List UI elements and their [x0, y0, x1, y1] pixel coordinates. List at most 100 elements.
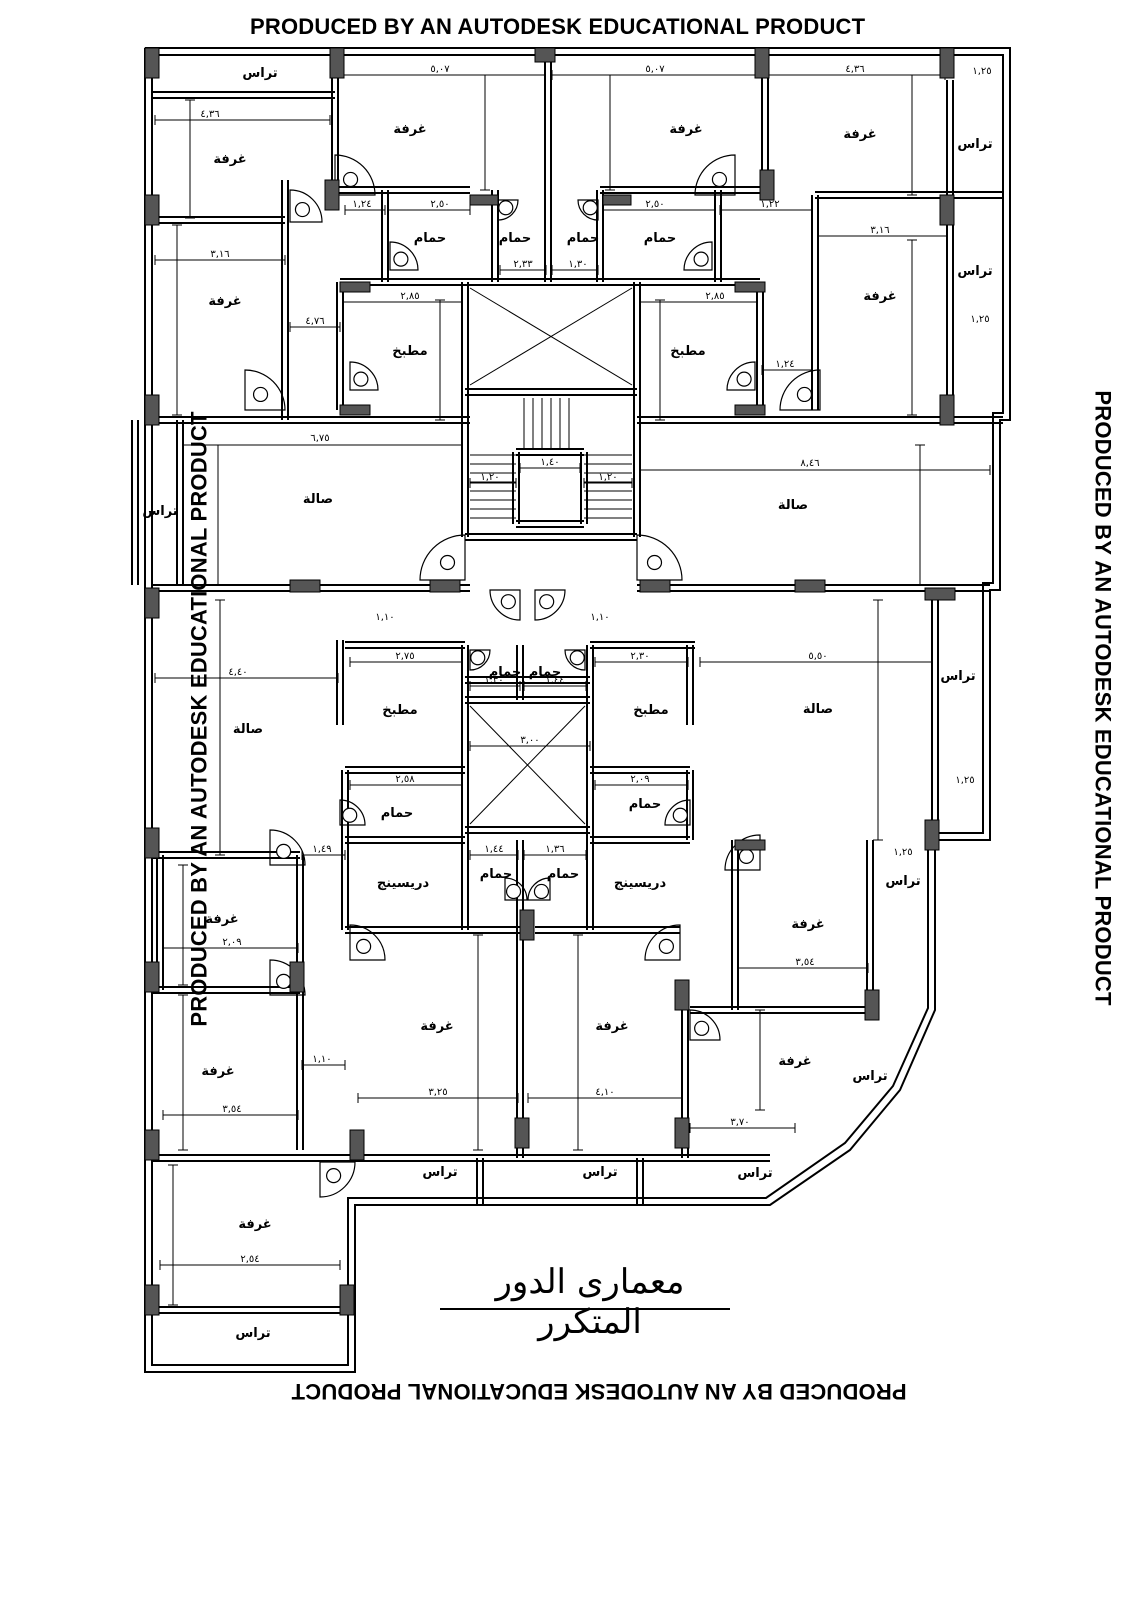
label-kitchen: مطبخ — [633, 703, 668, 718]
label-room: غرفة — [393, 122, 426, 137]
label-room: غرفة — [208, 294, 241, 309]
label-room: غرفة — [420, 1019, 453, 1034]
label-terrace: تراس — [422, 1165, 457, 1180]
column — [339, 1284, 355, 1316]
label-kitchen: مطبخ — [382, 703, 417, 718]
dimension-text: ١,٣٦ — [545, 844, 564, 855]
label-kitchen: مطبخ — [670, 344, 705, 359]
drawing-title-underline — [440, 1308, 730, 1310]
label-room: غرفة — [791, 917, 824, 932]
door-swing — [683, 241, 713, 271]
door-swing — [269, 829, 306, 866]
column — [674, 1117, 690, 1149]
label-room: غرفة — [843, 127, 876, 142]
dimension-text: ٢,٠٩ — [630, 774, 649, 785]
door-swing — [497, 199, 519, 221]
dimension-text: ٤,٣٦ — [845, 64, 864, 75]
dimension-text: ٤,٤٠ — [228, 667, 247, 678]
column — [924, 587, 956, 601]
door-tag — [276, 843, 292, 859]
column — [939, 394, 955, 426]
dimension-text: ١,٢٥ — [955, 775, 974, 786]
label-room: غرفة — [595, 1019, 628, 1034]
column — [734, 404, 766, 416]
label-terrace: تراس — [142, 504, 177, 519]
door-swing — [577, 199, 599, 221]
column — [329, 47, 345, 79]
column — [639, 579, 671, 593]
door-tag — [738, 848, 754, 864]
dimension-text: ٢,٥٠ — [645, 199, 664, 210]
dimension-text: ١,٤٤ — [545, 675, 564, 686]
dimension-text: ٤,١٠ — [595, 1087, 614, 1098]
door-swing — [244, 369, 286, 411]
column — [324, 179, 340, 211]
label-room: غرفة — [213, 152, 246, 167]
door-tag — [693, 251, 709, 267]
column — [429, 579, 461, 593]
column — [864, 989, 880, 1021]
outer-wall-inner — [151, 54, 1004, 1366]
column — [144, 47, 160, 79]
label-terrace: تراس — [957, 264, 992, 279]
door-swing — [534, 589, 566, 621]
dimension-text: ٢,٨٥ — [400, 291, 419, 302]
label-hall: صالة — [803, 702, 833, 717]
door-tag — [646, 554, 663, 571]
column — [939, 47, 955, 79]
door-swing — [489, 589, 521, 621]
door-tag — [582, 200, 598, 216]
dimension-text: ١,٤٠ — [540, 457, 559, 468]
column — [602, 194, 632, 206]
door-swing — [689, 1009, 721, 1041]
label-bathroom: حمام — [529, 665, 562, 680]
door-tag — [498, 200, 514, 216]
label-room: غرفة — [238, 1217, 271, 1232]
door-tag — [736, 371, 752, 387]
label-room: غرفة — [201, 1064, 234, 1079]
dimension-text: ٢,٥٨ — [395, 774, 415, 785]
label-bathroom: حمام — [414, 231, 447, 246]
label-bathroom: حمام — [629, 797, 662, 812]
column — [144, 827, 160, 859]
dimension-text: ٣,٢٥ — [428, 1087, 447, 1098]
door-swing — [636, 534, 683, 581]
door-swing — [664, 799, 691, 826]
door-tag — [276, 973, 292, 989]
door-tag — [505, 883, 522, 900]
door-tag — [252, 386, 269, 403]
column — [144, 194, 160, 226]
column — [339, 281, 371, 293]
column — [289, 579, 321, 593]
label-terrace: تراس — [885, 874, 920, 889]
door-swing — [564, 649, 586, 671]
door-tag — [294, 201, 311, 218]
label-hall: صالة — [303, 492, 333, 507]
column — [514, 1117, 530, 1149]
label-hall: صالة — [778, 498, 808, 513]
dimension-text: ١,٢٥ — [970, 314, 989, 325]
dimension-text: ٢,٥٠ — [430, 199, 449, 210]
dimension-text: ٣,٧٠ — [730, 1117, 749, 1128]
watermark-top: PRODUCED BY AN AUTODESK EDUCATIONAL PROD… — [250, 14, 866, 39]
door-swing — [694, 154, 736, 196]
column — [519, 909, 535, 941]
door-swing — [389, 241, 419, 271]
door-tag — [796, 386, 813, 403]
door-swing — [319, 1161, 356, 1198]
column — [924, 819, 940, 851]
door-swing — [419, 534, 466, 581]
door-swing — [469, 649, 491, 671]
label-hall: صالة — [233, 722, 263, 737]
dimension-text: ٢,٣٠ — [630, 651, 649, 662]
label-room: غرفة — [205, 912, 238, 927]
column — [289, 961, 305, 993]
column — [144, 961, 160, 993]
dimension-text: ١,٢٠ — [598, 472, 617, 483]
dimension-text: ٢,٣٣ — [513, 259, 533, 270]
door-swing — [349, 361, 379, 391]
column — [794, 579, 826, 593]
column — [939, 194, 955, 226]
dimension-text: ٤,٣٦ — [200, 109, 219, 120]
door-tag — [500, 594, 516, 610]
